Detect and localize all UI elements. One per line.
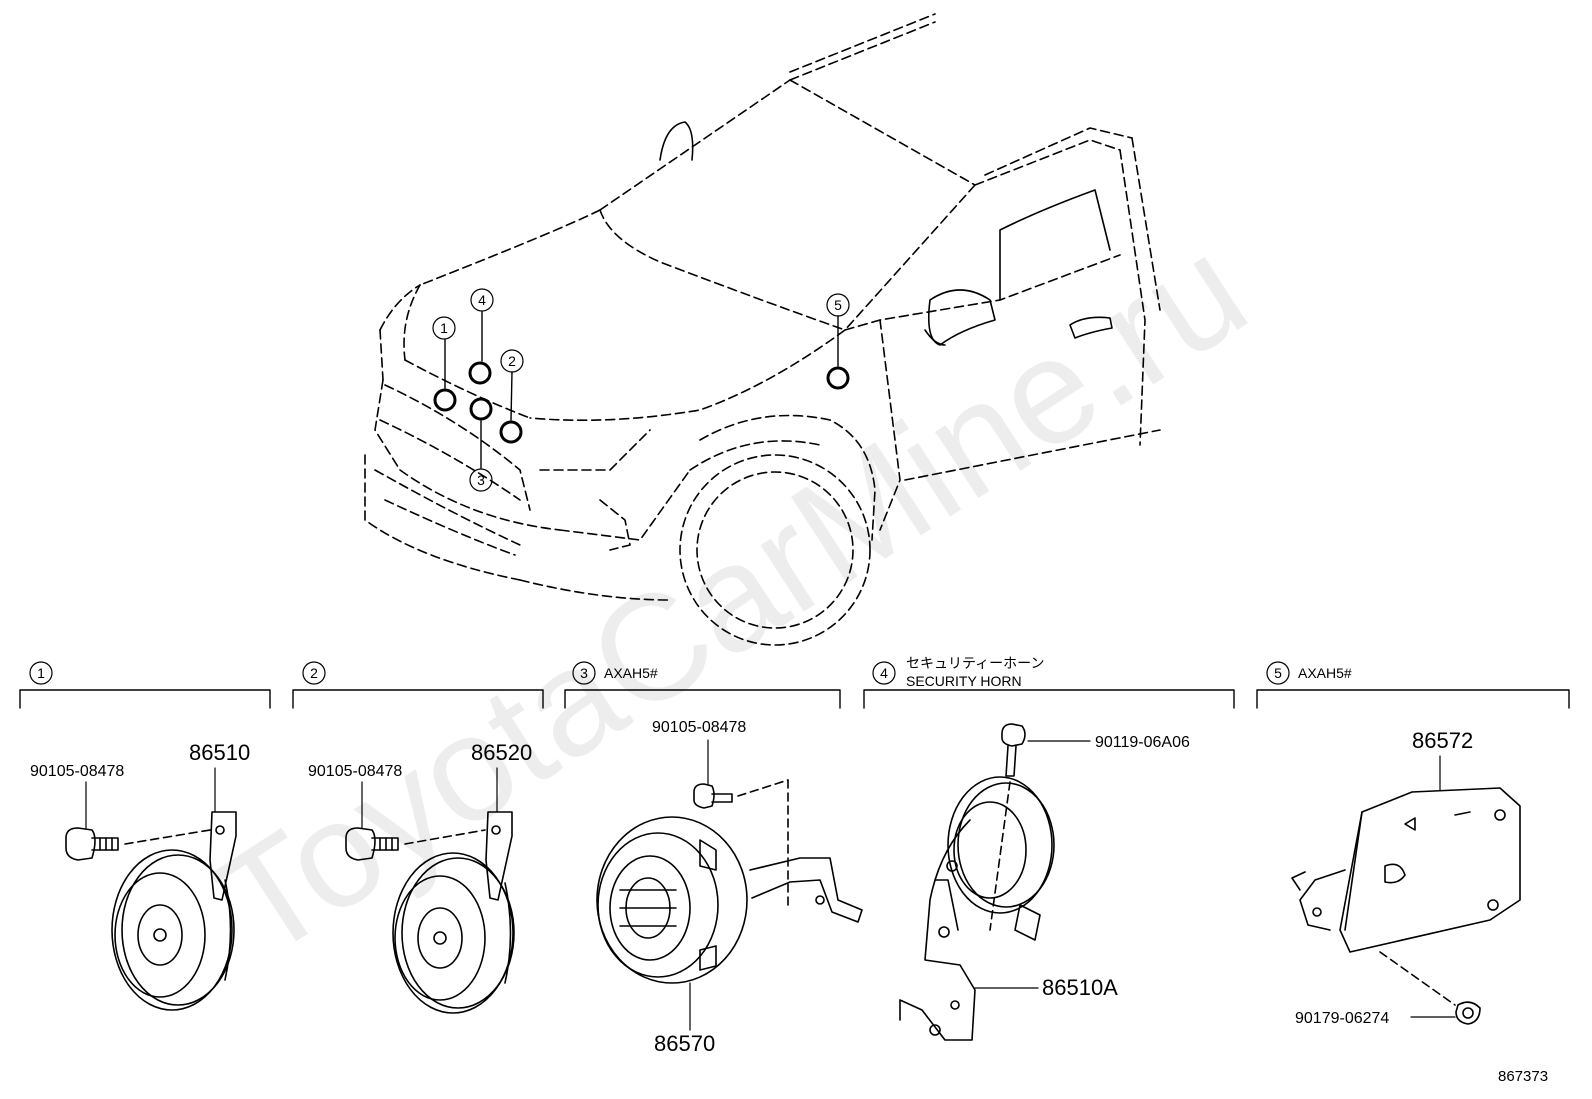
- siren-drawing: [596, 779, 863, 984]
- part-number-nut-5: 90179-06274: [1295, 1010, 1389, 1027]
- front-wheel: [679, 454, 871, 646]
- location-callout-2: 2: [508, 353, 516, 369]
- location-callouts: [432, 288, 850, 492]
- vehicle-solid-lines: [659, 121, 1113, 346]
- location-markers: [433, 361, 850, 444]
- section-4-title-jp: セキュリティーホーン: [906, 655, 1044, 671]
- location-callout-1: 1: [440, 320, 448, 336]
- section-5-variant: AXAH5#: [1298, 665, 1352, 681]
- location-callout-4: 4: [478, 292, 486, 308]
- part-number-bolt-4: 90119-06A06: [1095, 734, 1190, 751]
- controller-drawing: [1291, 787, 1521, 1025]
- location-leaders: [444, 311, 839, 469]
- location-4-marker: [468, 361, 492, 385]
- horn-2-drawing: [345, 811, 515, 1014]
- section-1-index: 1: [37, 665, 45, 681]
- part-number-controller: 86572: [1412, 728, 1473, 753]
- section-brackets: [19, 689, 1570, 709]
- part-number-horn-high: 86520: [471, 740, 532, 765]
- location-callout-5: 5: [834, 297, 842, 313]
- part-number-bolt-2: 90105-08478: [308, 763, 402, 780]
- security-horn-drawing: [899, 723, 1055, 1041]
- location-3-marker: [469, 397, 493, 421]
- part-number-siren: 86570: [654, 1031, 715, 1056]
- section-2-index: 2: [310, 665, 318, 681]
- figure-number: 867373: [1498, 1068, 1548, 1085]
- location-2-marker: [499, 420, 523, 444]
- section-4-title-en: SECURITY HORN: [906, 673, 1022, 689]
- location-callout-3: 3: [477, 472, 485, 488]
- siren-leaders: [689, 739, 709, 1031]
- part-number-horn-low: 86510: [189, 740, 250, 765]
- location-1-marker: [433, 388, 457, 412]
- horn-1-leaders: [85, 767, 216, 829]
- section-3-index: 3: [580, 665, 588, 681]
- part-number-security-horn: 86510A: [1042, 975, 1118, 1000]
- part-number-bolt-3: 90105-08478: [652, 719, 746, 736]
- controller-leaders: [1410, 755, 1456, 1018]
- horn-2-leaders: [361, 767, 498, 829]
- section-3-variant: AXAH5#: [604, 665, 658, 681]
- section-4-index: 4: [880, 665, 888, 681]
- security-horn-leaders: [974, 740, 1091, 989]
- section-index-circles: [29, 661, 1290, 685]
- horn-1-drawing: [65, 811, 237, 1011]
- location-5-marker: [826, 366, 850, 390]
- part-number-bolt-1: 90105-08478: [30, 763, 124, 780]
- vehicle-outline: [364, 13, 1161, 601]
- section-5-index: 5: [1274, 665, 1282, 681]
